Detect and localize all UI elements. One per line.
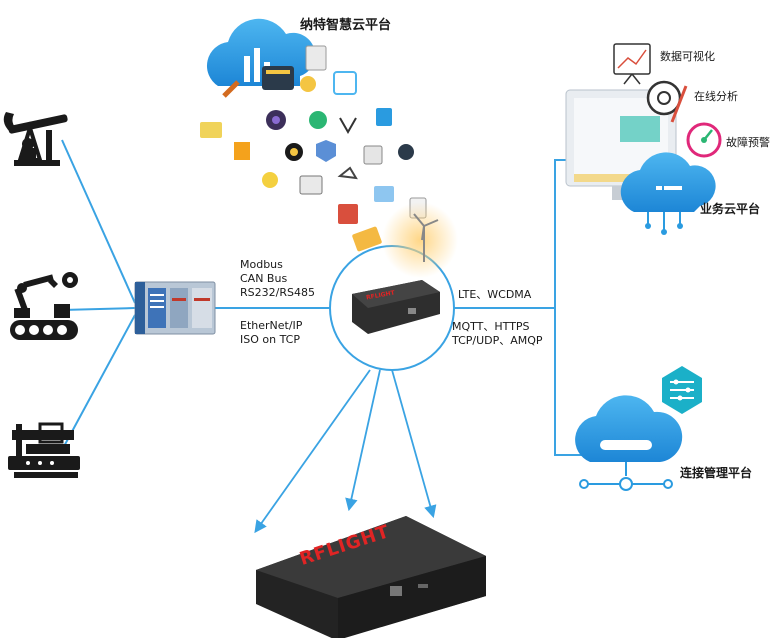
line-oil-pump-to-plc <box>61 139 136 304</box>
line-robot-to-plc <box>61 307 136 311</box>
shield-icon <box>316 140 336 162</box>
protocol-canbus: CAN Bus <box>240 272 288 285</box>
settings-sliders-icon <box>662 366 702 414</box>
feature-fault-warning: 故障预警 <box>726 136 770 149</box>
oil-pump-icon <box>3 112 68 166</box>
dashboard-icon <box>262 66 294 90</box>
protocol-mqtt: MQTT、HTTPS <box>452 320 530 333</box>
fault-warning-icon <box>686 122 722 158</box>
line-cnc-to-plc <box>61 314 136 451</box>
feature-data-visualization: 数据可视化 <box>660 50 715 63</box>
protocol-rs232: RS232/RS485 <box>240 286 315 299</box>
protocol-modbus: Modbus <box>240 258 283 271</box>
monitor-icon <box>299 175 323 195</box>
lock-icon <box>300 76 316 92</box>
cube-icon <box>333 71 357 95</box>
data-visualization-icon <box>613 43 651 85</box>
recycle-icon <box>337 166 358 180</box>
protocol-ethernet-ip: EtherNet/IP <box>240 319 303 332</box>
feature-online-analysis: 在线分析 <box>694 90 738 103</box>
business-platform-title: 业务云平台 <box>700 202 761 216</box>
leaf-icon <box>309 111 327 129</box>
connection-platform-title: 连接管理平台 <box>680 466 753 480</box>
protocol-iso-on-tcp: ISO on TCP <box>240 333 300 346</box>
connection-cloud-icon <box>575 395 683 491</box>
protocol-lte: LTE、WCDMA <box>458 288 532 301</box>
antenna-icon <box>339 117 357 135</box>
id-card-icon <box>200 122 222 138</box>
distribution-arrows <box>254 369 437 534</box>
cloud-chart-icon <box>206 18 316 86</box>
solar-panel-icon <box>352 226 382 252</box>
document-icon <box>305 45 327 71</box>
gear-icon <box>398 144 414 160</box>
printer-icon <box>363 145 383 165</box>
online-analysis-icon <box>646 80 688 123</box>
app-icons-cluster <box>200 45 458 278</box>
tool-icon <box>222 80 240 98</box>
robot-arm-conveyor-icon <box>10 272 78 340</box>
battery-icon <box>234 142 250 160</box>
laptop-icon <box>374 186 394 202</box>
bulb-icon <box>262 172 278 188</box>
gateway-device-small <box>352 280 440 334</box>
calendar-icon <box>338 204 358 224</box>
gateway-device-large <box>256 516 486 638</box>
glow-effect <box>382 202 458 278</box>
business-cloud-icon <box>620 152 716 235</box>
protocol-tcp-udp: TCP/UDP、AMQP <box>452 334 543 347</box>
plc-controller-icon <box>134 281 216 335</box>
cloud-platform-title: 纳特智慧云平台 <box>300 18 392 33</box>
cnc-machine-icon <box>8 422 80 478</box>
phone-icon <box>376 108 392 126</box>
